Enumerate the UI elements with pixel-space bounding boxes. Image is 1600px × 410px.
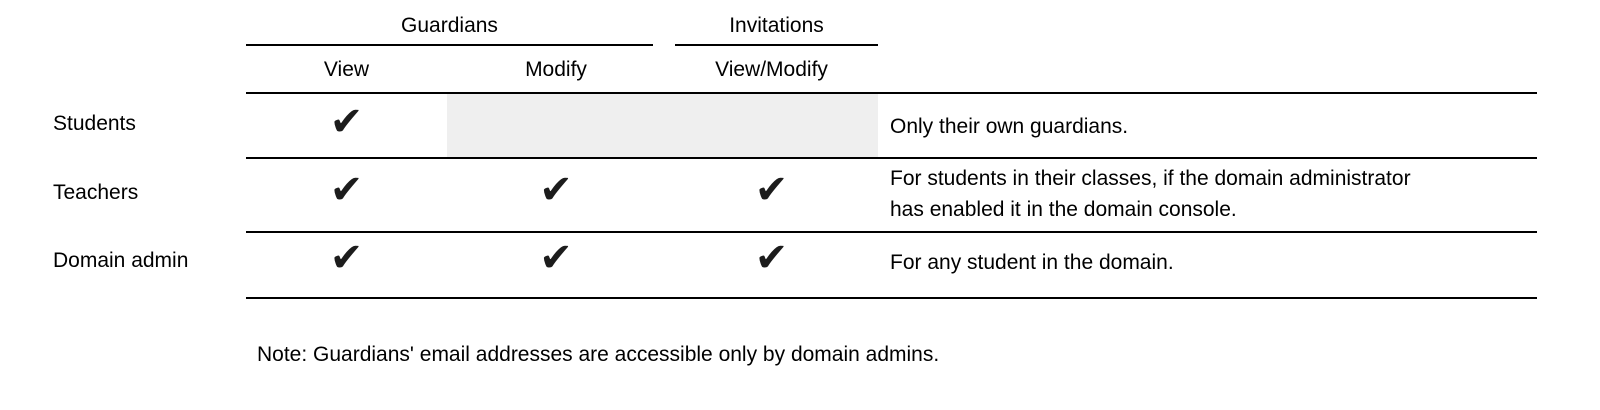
check-domain-admin-modify: ✔ bbox=[539, 235, 573, 281]
check-teachers-modify: ✔ bbox=[539, 167, 573, 213]
row-note-students: Only their own guardians. bbox=[890, 115, 1129, 138]
check-teachers-view: ✔ bbox=[329, 167, 364, 213]
column-header-modify: Modify bbox=[525, 58, 587, 81]
column-group-guardians: Guardians bbox=[401, 14, 498, 37]
table-bottom-rule bbox=[246, 297, 1537, 299]
header-rule bbox=[246, 92, 1537, 94]
check-domain-admin-view: ✔ bbox=[329, 235, 364, 281]
row-label-teachers: Teachers bbox=[53, 181, 139, 204]
row-note-domain-admin: For any student in the domain. bbox=[890, 251, 1174, 274]
invitations-group-underline bbox=[675, 44, 878, 46]
column-header-view: View bbox=[323, 58, 370, 81]
column-group-invitations: Invitations bbox=[729, 14, 824, 37]
row-label-students: Students bbox=[53, 112, 136, 135]
teachers-row-rule bbox=[246, 231, 1537, 233]
check-teachers-view-modify: ✔ bbox=[754, 167, 789, 213]
row-label-domain-admin: Domain admin bbox=[53, 249, 189, 272]
column-header-view-modify: View/Modify bbox=[715, 58, 828, 81]
check-students-view: ✔ bbox=[329, 99, 364, 145]
footnote: Note: Guardians' email addresses are acc… bbox=[257, 343, 940, 366]
check-domain-admin-view-modify: ✔ bbox=[754, 235, 789, 281]
guardians-group-underline bbox=[246, 44, 653, 46]
row-note-teachers: For students in their classes, if the do… bbox=[890, 167, 1411, 221]
disabled-cells-overlay bbox=[447, 94, 878, 157]
students-row-rule bbox=[246, 157, 1537, 159]
